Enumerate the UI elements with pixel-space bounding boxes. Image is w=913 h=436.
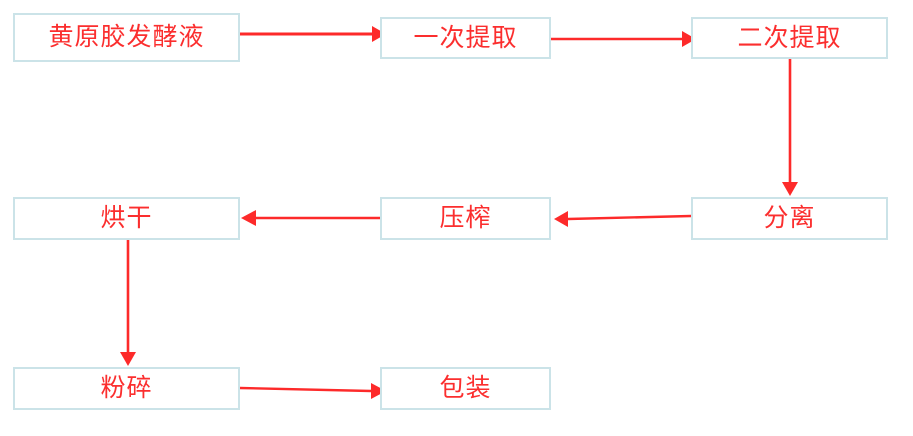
node-extraction1[interactable]: 一次提取 (380, 17, 551, 59)
edge-grinding-packaging (239, 383, 386, 399)
edge-separation-pressing (554, 211, 692, 227)
node-drying[interactable]: 烘干 (13, 197, 240, 240)
node-label: 黄原胶发酵液 (48, 22, 205, 51)
edge-drying-grinding (120, 240, 136, 366)
node-label: 压榨 (439, 203, 492, 232)
edge-fermentation-extraction1 (240, 26, 386, 42)
node-extraction2[interactable]: 二次提取 (691, 17, 888, 59)
node-label: 分离 (763, 203, 816, 232)
edge-extraction1-extraction2 (551, 31, 696, 47)
node-label: 一次提取 (413, 22, 518, 52)
node-fermentation[interactable]: 黄原胶发酵液 (13, 13, 240, 62)
node-packaging[interactable]: 包装 (380, 367, 551, 410)
node-label: 包装 (439, 373, 492, 402)
edge-pressing-drying (241, 210, 380, 226)
node-pressing[interactable]: 压榨 (380, 197, 551, 240)
node-label: 二次提取 (737, 22, 842, 52)
node-label: 烘干 (100, 203, 153, 232)
node-label: 粉碎 (100, 373, 153, 402)
node-separation[interactable]: 分离 (691, 197, 888, 240)
edge-extraction2-separation (782, 59, 798, 196)
node-grinding[interactable]: 粉碎 (13, 367, 240, 410)
